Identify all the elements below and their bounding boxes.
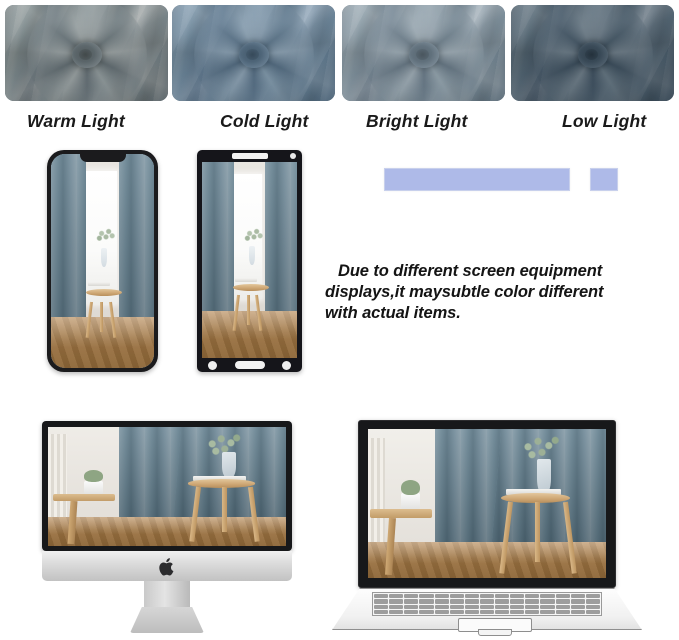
potted-plant	[83, 469, 103, 482]
fabric-texture-bright	[342, 5, 505, 101]
iphone-notch	[79, 154, 126, 162]
fabric-swatch-bright-light	[342, 5, 505, 101]
imac-stand-foot	[130, 607, 204, 633]
fabric-texture-low	[511, 5, 674, 101]
earpiece-speaker	[231, 153, 268, 159]
disclaimer-line-3: with actual items.	[325, 304, 461, 322]
room-scene-iphone	[51, 154, 154, 368]
laptop-screen	[368, 429, 606, 578]
books	[193, 475, 246, 481]
swatch-label-cold-light: Cold Light	[220, 111, 309, 131]
keyboard-row	[374, 609, 600, 614]
keyboard-row	[374, 594, 600, 599]
floor	[368, 542, 606, 578]
android-menu-button[interactable]	[208, 361, 217, 370]
vase	[248, 246, 255, 266]
stool-leg	[246, 295, 250, 326]
laptop-latch	[478, 629, 512, 636]
fabric-twist-core-bright	[408, 41, 439, 68]
front-camera-icon	[290, 153, 296, 159]
disclaimer-line-2: displays,it maysubtle color different	[325, 283, 604, 301]
imac-screen	[48, 427, 286, 546]
bench-top	[52, 493, 115, 501]
laptop-keyboard[interactable]	[372, 592, 602, 616]
iphone-mockup	[47, 150, 158, 372]
imac-mockup	[42, 421, 292, 636]
curtain-drape-fold	[119, 427, 182, 530]
plant-pot	[401, 493, 421, 510]
floor	[48, 517, 286, 546]
laptop-mockup	[330, 420, 660, 638]
vase	[221, 451, 236, 480]
color-sample-bar-small	[590, 168, 618, 191]
sheer-drape	[368, 437, 385, 558]
swatch-label-low-light: Low Light	[562, 111, 647, 131]
fabric-twist-core-low	[577, 41, 608, 68]
fabric-swatch-warm-light	[5, 5, 168, 101]
light-tint-bright	[342, 5, 505, 101]
fabric-shading-low	[511, 5, 674, 101]
books	[506, 488, 561, 495]
apple-logo-icon	[159, 557, 176, 577]
room-scene-laptop	[368, 429, 606, 578]
vase	[101, 248, 108, 268]
stool-top	[188, 479, 256, 488]
room-scene-android	[202, 162, 297, 358]
stool-top	[233, 283, 270, 291]
color-disclaimer-text: Due to different screen equipment displa…	[325, 261, 645, 324]
plant-foliage	[205, 434, 242, 457]
fabric-shading-bright	[342, 5, 505, 101]
curtain-drape-fold	[434, 429, 502, 558]
android-home-button[interactable]	[234, 361, 265, 369]
fabric-shading-warm	[5, 5, 168, 101]
plant-foliage	[520, 436, 561, 461]
fabric-swatch-low-light	[511, 5, 674, 101]
swatch-label-bright-light: Bright Light	[366, 111, 468, 131]
stool-top	[86, 288, 123, 296]
imac-bezel	[42, 421, 292, 551]
fabric-shading-cold	[172, 5, 335, 101]
color-sample-bar-wide	[384, 168, 570, 191]
stool-leg	[221, 486, 227, 532]
light-tint-warm	[5, 5, 168, 101]
iphone-screen	[51, 154, 154, 368]
imac-stand-neck	[144, 581, 190, 607]
books	[88, 282, 111, 287]
plant-foliage	[242, 226, 265, 243]
fabric-swatch-cold-light	[172, 5, 335, 101]
android-mockup	[197, 150, 302, 372]
android-back-button[interactable]	[282, 361, 291, 370]
bench-top	[370, 509, 433, 519]
fabric-texture-warm	[5, 5, 168, 101]
keyboard-row	[374, 599, 600, 604]
disclaimer-line-1: Due to different screen equipment	[338, 262, 603, 280]
books	[235, 277, 258, 282]
stool-top	[501, 493, 571, 504]
vase	[536, 458, 552, 495]
light-tint-cold	[172, 5, 335, 101]
room-scene-imac	[48, 427, 286, 546]
fabric-twist-core-warm	[71, 41, 102, 68]
laptop-lid	[358, 420, 616, 588]
swatch-label-warm-light: Warm Light	[27, 111, 125, 131]
stool-leg	[100, 301, 104, 332]
fabric-twist-core-cold	[238, 41, 269, 68]
fabric-texture-cold	[172, 5, 335, 101]
plant-pot	[83, 480, 103, 494]
sheer-drape	[48, 434, 68, 527]
plant-foliage	[95, 226, 118, 243]
light-tint-low	[511, 5, 674, 101]
stool-leg	[534, 502, 540, 562]
android-screen	[202, 162, 297, 358]
potted-plant	[401, 479, 421, 495]
keyboard-row	[374, 604, 600, 609]
